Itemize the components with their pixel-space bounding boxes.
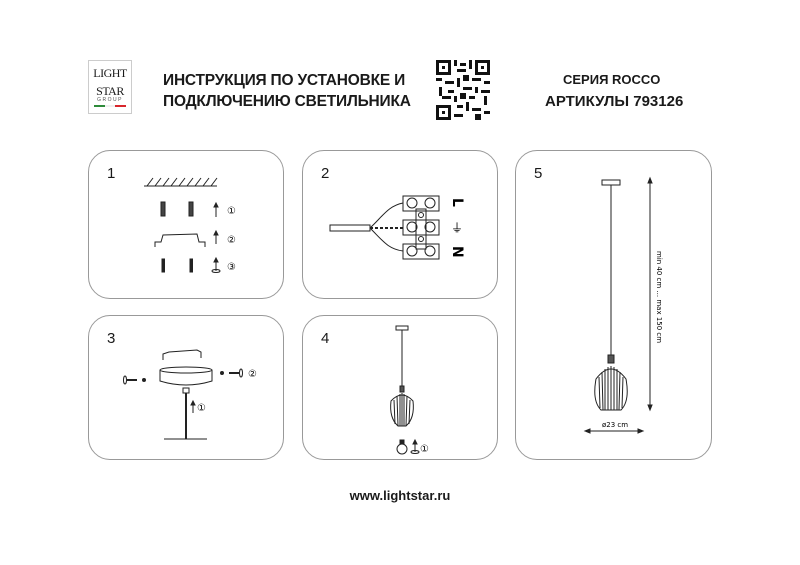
title-line: ИНСТРУКЦИЯ ПО УСТАНОВКЕ И <box>163 72 406 89</box>
screw-right-icon <box>220 368 243 378</box>
screw-left-icon <box>123 375 146 385</box>
step-number: 1 <box>107 165 116 182</box>
italian-flag-icon <box>94 105 127 107</box>
height-label: min 40 cm ... max 150 cm <box>655 251 663 343</box>
step-number: 2 <box>321 165 330 182</box>
wiring-illustration: L ⏚ N <box>329 195 465 260</box>
rotate-arrow-icon <box>410 438 420 454</box>
lamp-shade-icon <box>390 393 414 427</box>
neutral-label: N <box>449 246 465 258</box>
title-line: ПОДКЛЮЧЕНИЮ СВЕТИЛЬНИКА <box>163 93 411 110</box>
step-number: 5 <box>534 165 543 182</box>
cord-grip-icon <box>182 387 190 394</box>
lamp-shade-icon <box>594 366 628 411</box>
mounting-hardware-illustration: ① ② ③ <box>144 177 236 273</box>
step-marker: ① <box>227 206 236 217</box>
dimensions-illustration: min 40 cm ... max 150 cm ø23 cm <box>583 176 663 434</box>
lamp-bulb-illustration: ① <box>390 325 429 455</box>
diameter-label: ø23 cm <box>602 421 628 429</box>
mounting-bracket-icon <box>154 233 206 247</box>
canopy-icon <box>159 366 213 386</box>
step-panel-1: 1 ① ② ③ <box>88 150 284 299</box>
website-link[interactable]: www.lightstar.ru <box>349 488 451 503</box>
article-number: АРТИКУЛЫ 793126 <box>545 93 684 110</box>
terminal-block-icon <box>402 195 440 260</box>
ceiling-icon <box>144 177 218 187</box>
height-dimension-arrow <box>647 176 653 412</box>
step-marker: ② <box>248 369 257 380</box>
step-panel-4: 4 ① <box>302 315 498 460</box>
qr-code-icon <box>436 60 490 120</box>
dowel-icon <box>160 201 194 217</box>
step-number: 4 <box>321 330 330 347</box>
earth-icon: ⏚ <box>451 221 463 235</box>
step-marker: ① <box>420 444 429 455</box>
step-marker: ① <box>197 403 206 414</box>
canopy-icon <box>601 179 621 186</box>
diameter-dimension-arrow <box>583 428 645 434</box>
step-panel-5: 5 min 40 cm ... max 150 cm ø23 cm <box>515 150 712 460</box>
step-number: 3 <box>107 330 116 347</box>
logo-text: STAR <box>96 84 124 98</box>
bulb-icon <box>396 439 408 455</box>
page-title: ИНСТРУКЦИЯ ПО УСТАНОВКЕ И ПОДКЛЮЧЕНИЮ СВ… <box>163 70 411 112</box>
step-panel-3: 3 ① ② <box>88 315 284 460</box>
mounting-bracket-icon <box>162 349 202 360</box>
step-panel-2: 2 L ⏚ N <box>302 150 498 299</box>
arrow-up-icon <box>190 399 196 413</box>
lightstar-logo: LIGHT STAR GROUP <box>88 60 132 114</box>
live-label: L <box>449 198 465 207</box>
screw-icon <box>161 258 193 273</box>
step-marker: ③ <box>227 262 236 273</box>
arrow-up-icon <box>211 201 221 273</box>
series-label: СЕРИЯ ROCCO <box>563 72 661 87</box>
logo-text: GROUP <box>97 97 123 103</box>
step-marker: ② <box>227 235 236 246</box>
canopy-icon <box>395 325 409 331</box>
logo-text: LIGHT <box>93 66 127 80</box>
cable-icon <box>329 202 404 252</box>
canopy-mounting-illustration: ① ② <box>123 349 257 440</box>
